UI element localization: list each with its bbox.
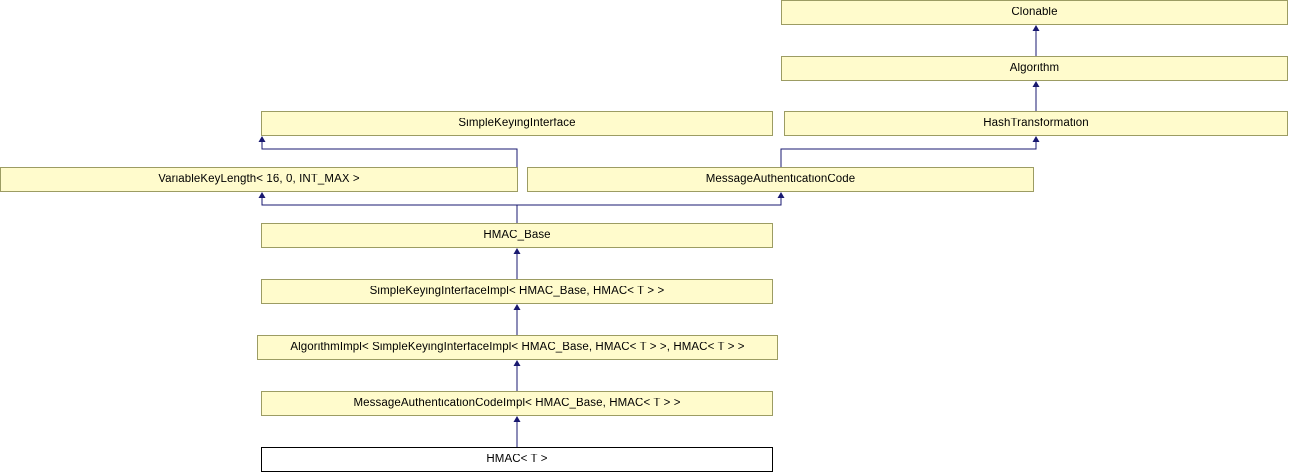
inheritance-edge-hmacbase-to-mac — [516, 198, 782, 223]
class-node-label: MessageAuthenticationCodeImpl< HMAC_Base… — [353, 397, 681, 409]
inheritance-edge-mac-to-hashtransform — [780, 142, 1037, 167]
class-node-label: Algorithm — [1009, 62, 1060, 74]
class-node-label: HashTransformation — [983, 117, 1089, 129]
class-node-skiimpl[interactable]: SimpleKeyingInterfaceImpl< HMAC_Base, HM… — [261, 279, 773, 304]
class-node-ski[interactable]: SimpleKeyingInterface — [261, 111, 773, 136]
class-node-label: SimpleKeyingInterfaceImpl< HMAC_Base, HM… — [369, 285, 665, 297]
inheritance-arrowhead-hashtransform — [1032, 136, 1040, 142]
class-node-label: SimpleKeyingInterface — [458, 117, 576, 129]
inheritance-arrowhead-skiimpl — [513, 304, 521, 310]
inheritance-arrowhead-hmacbase — [513, 248, 521, 254]
inheritance-arrowhead-varkeylen — [258, 192, 266, 198]
inheritance-arrowhead-macimpl — [513, 416, 521, 422]
class-node-hmacbase[interactable]: HMAC_Base — [261, 223, 773, 248]
class-node-clonable[interactable]: Clonable — [781, 0, 1288, 25]
inheritance-arrowhead-ski — [258, 136, 266, 142]
class-node-algorithm[interactable]: Algorithm — [781, 56, 1288, 81]
class-node-label: HMAC_Base — [483, 229, 551, 241]
class-node-hmac[interactable]: HMAC< T > — [261, 447, 773, 472]
inheritance-edge-mac-to-ski — [261, 142, 518, 167]
inheritance-arrowhead-clonable — [1032, 25, 1040, 31]
class-node-label: HMAC< T > — [486, 453, 548, 465]
inheritance-arrowhead-algorithm — [1032, 81, 1040, 87]
class-node-mac[interactable]: MessageAuthenticationCode — [527, 167, 1034, 192]
class-node-label: VariableKeyLength< 16, 0, INT_MAX > — [158, 173, 360, 185]
class-node-varkeylen[interactable]: VariableKeyLength< 16, 0, INT_MAX > — [0, 167, 518, 192]
class-node-hashtransform[interactable]: HashTransformation — [784, 111, 1288, 136]
class-node-label: AlgorithmImpl< SimpleKeyingInterfaceImpl… — [290, 341, 745, 353]
class-node-macimpl[interactable]: MessageAuthenticationCodeImpl< HMAC_Base… — [261, 391, 773, 416]
class-node-label: MessageAuthenticationCode — [705, 173, 856, 185]
inheritance-edge-hmacbase-to-varkeylen — [261, 198, 518, 223]
class-node-label: Clonable — [1011, 6, 1058, 18]
class-node-algimpl[interactable]: AlgorithmImpl< SimpleKeyingInterfaceImpl… — [257, 335, 778, 360]
inheritance-arrowhead-algimpl — [513, 360, 521, 366]
inheritance-arrowhead-mac — [777, 192, 785, 198]
